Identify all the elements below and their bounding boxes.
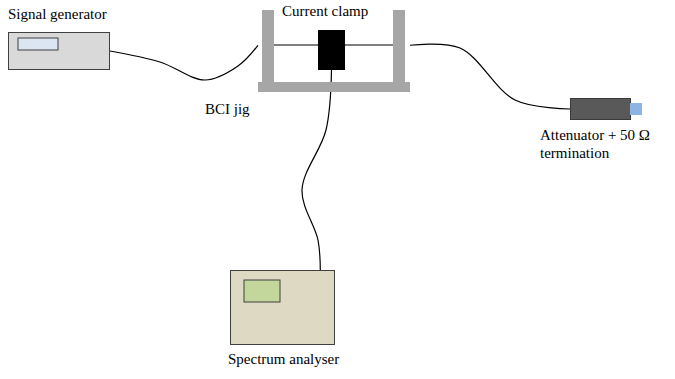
spectrum-analyser: Spectrum analyser [230,270,335,345]
device-label: BCI jig [205,100,250,118]
device-label: Attenuator + 50 Ω termination [540,126,668,162]
current-clamp: Current clamp [318,30,345,70]
jig-post [393,10,405,88]
termination-plug [630,103,642,115]
generator-display [18,38,58,50]
device-shape [570,98,642,120]
signal-generator: Signal generator [8,32,110,70]
device-shape [8,32,110,70]
device-shape [230,270,335,345]
analyser-screen [244,280,280,302]
jig-base [258,82,410,92]
device-shape [318,30,345,70]
cable [110,45,258,80]
generator-body [9,33,110,70]
jig-post [262,10,274,88]
bci-jig: BCI jigCurrent clamp [258,10,410,92]
cable [410,44,570,109]
attenuator-body [571,99,631,120]
analyser-body [231,271,335,345]
cable [302,70,332,270]
device-label: Signal generator [8,5,107,23]
clamp-body [318,30,345,70]
attenuator: Attenuator + 50 Ω termination [570,98,642,120]
device-label: Spectrum analyser [228,350,339,368]
device-label: Current clamp [282,2,368,20]
